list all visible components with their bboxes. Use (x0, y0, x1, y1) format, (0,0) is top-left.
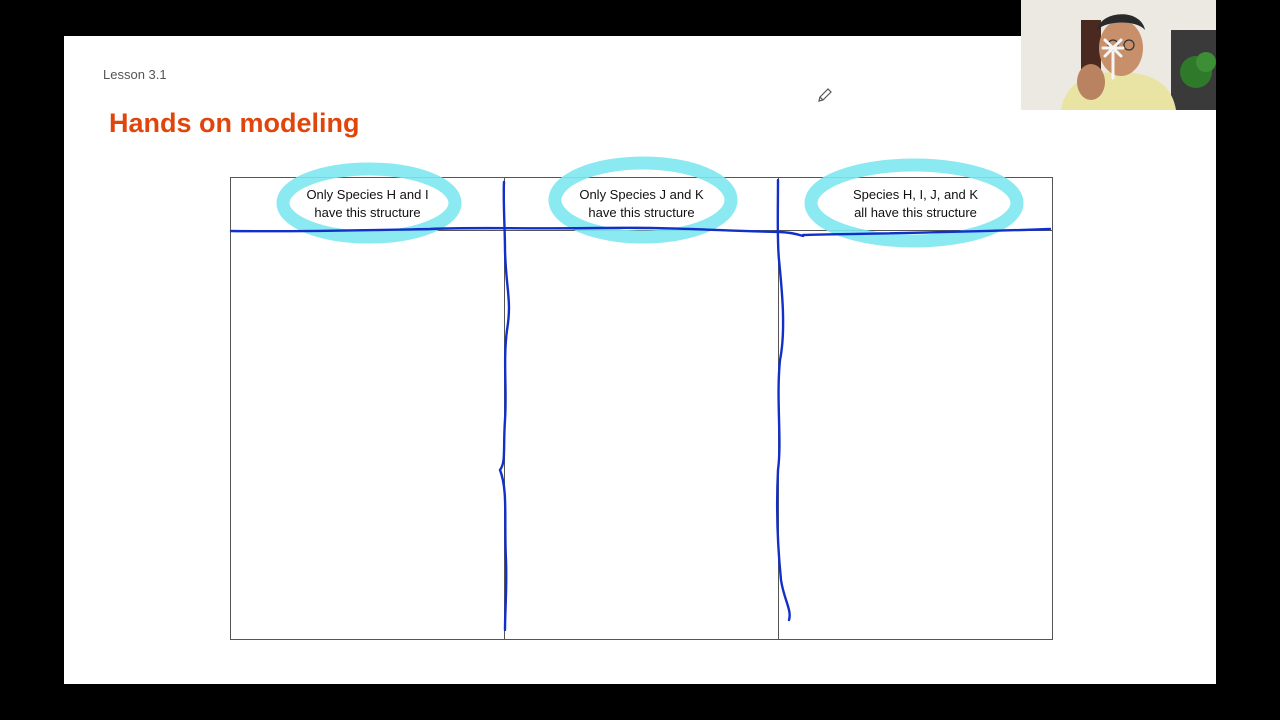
slide-title: Hands on modeling (109, 108, 360, 138)
classification-table: Only Species H and I have this structure… (230, 177, 1053, 640)
cell-species-all[interactable] (778, 230, 1053, 640)
cell-species-h-i[interactable] (230, 230, 505, 640)
header-species-j-k: Only Species J and K have this structure (504, 177, 779, 231)
cell-species-j-k[interactable] (504, 230, 779, 640)
slide: Lesson 3.1 Hands on modeling Only Specie… (64, 36, 1216, 684)
header-species-h-i: Only Species H and I have this structure (230, 177, 505, 231)
presenter-video (1021, 0, 1216, 110)
presenter-webcam (1021, 0, 1216, 110)
header-species-all: Species H, I, J, and K all have this str… (778, 177, 1053, 231)
pencil-icon[interactable] (816, 86, 834, 104)
lesson-label: Lesson 3.1 (103, 67, 167, 82)
